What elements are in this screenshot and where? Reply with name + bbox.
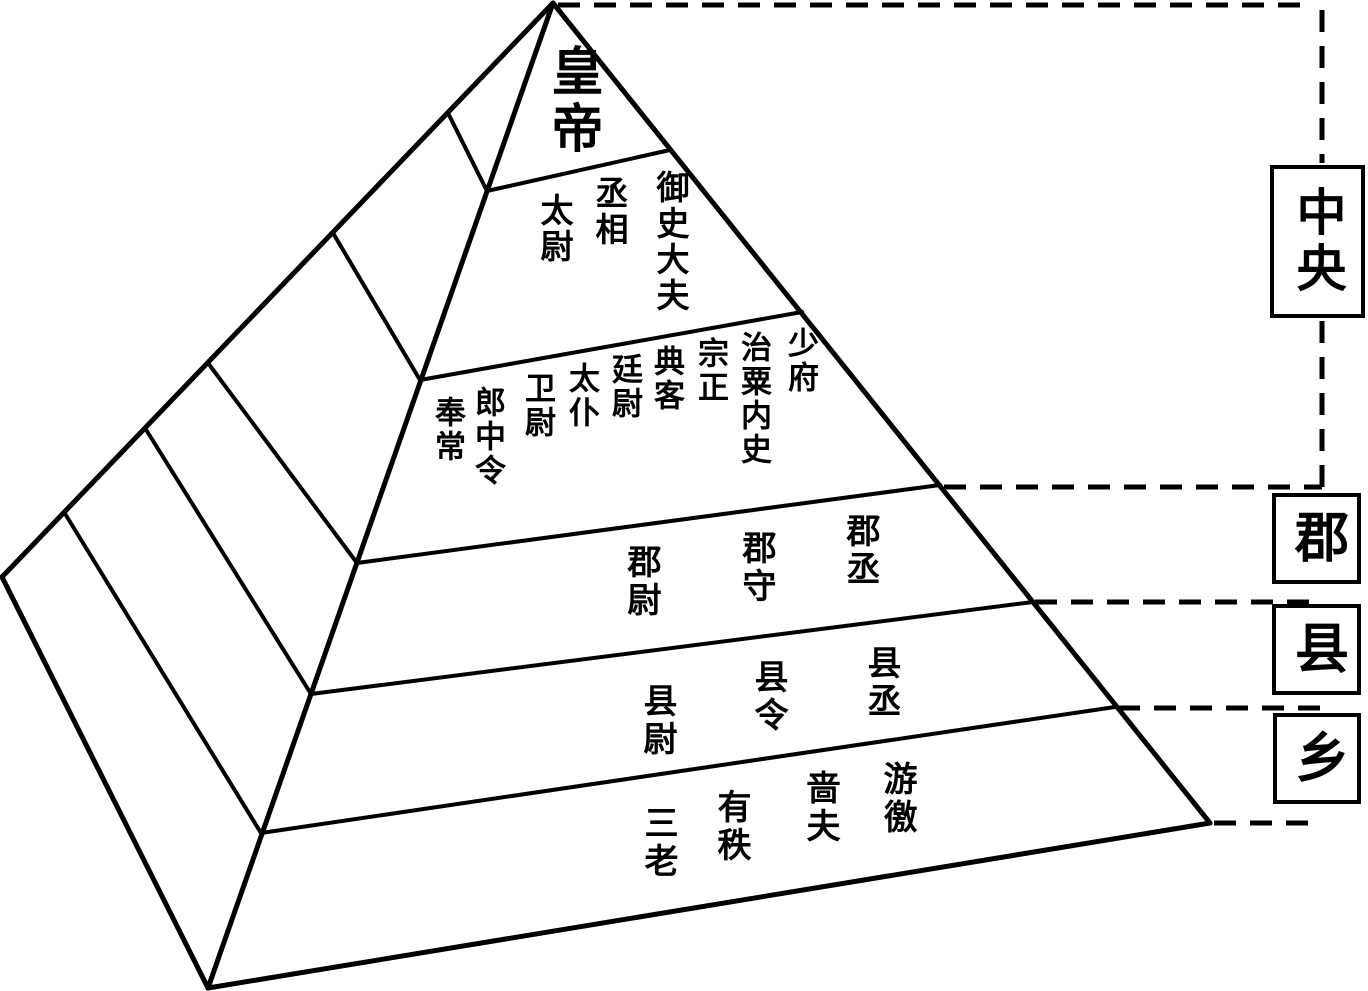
side-tier-line-1 [446,111,489,193]
label-dianke: 典客 [648,345,684,413]
tier-line-emperor-bottom [485,148,672,193]
label-taipu: 太仆 [563,362,599,430]
edge-apex-to-front-corner [205,0,556,991]
side-box-county-label: 县 [1285,619,1349,680]
edge-left-base [0,574,211,991]
label-weiwei: 卫尉 [519,372,555,440]
label-sanlao: 三老 [638,805,678,881]
tier-line-ministers-bottom [355,483,942,565]
side-box-township-label: 乡 [1286,728,1349,789]
side-box-township: 乡 [1273,713,1361,804]
label-chengxiang: 丞相 [590,176,629,248]
label-emperor: 皇帝 [542,44,602,158]
side-box-central: 中央 [1270,165,1365,318]
label-youzhi: 有秩 [711,789,751,865]
side-box-commandery-label: 郡 [1285,508,1349,569]
label-xiancheng: 县丞 [861,645,901,721]
side-tier-line-2 [331,231,422,382]
label-xianling: 县令 [748,659,788,735]
tier-line-commandery-bottom [309,600,1035,696]
side-tier-line-3 [206,361,359,565]
tier-line-dukes-bottom [418,310,804,382]
edge-apex-to-right-corner [550,0,1213,826]
label-zhisuneishi: 治粟内史 [735,331,771,467]
label-junshou: 郡守 [736,530,776,606]
label-junwei: 郡尉 [621,544,661,620]
side-tier-line-4 [143,426,313,696]
label-zongzheng: 宗正 [692,337,728,405]
label-fengchang: 奉常 [429,396,465,464]
label-shaofu: 少府 [782,327,818,395]
label-langzhongling: 郎中令 [469,386,505,488]
label-tingwei: 廷尉 [606,353,642,421]
side-box-central-label: 中央 [1288,185,1347,298]
label-xianwei: 县尉 [637,683,677,759]
label-youjiao: 游徼 [877,761,917,837]
edge-apex-to-left-corner [0,0,556,580]
side-box-commandery: 郡 [1272,493,1361,584]
edge-front-base [205,820,1213,991]
label-sefu: 啬夫 [800,770,840,846]
side-box-county: 县 [1272,604,1361,695]
label-juncheng: 郡丞 [840,513,880,589]
label-taiwei: 太尉 [535,193,574,265]
side-tier-line-5 [62,510,263,835]
tier-line-county-bottom [259,705,1117,835]
label-yushidafu: 御史大夫 [651,170,690,314]
